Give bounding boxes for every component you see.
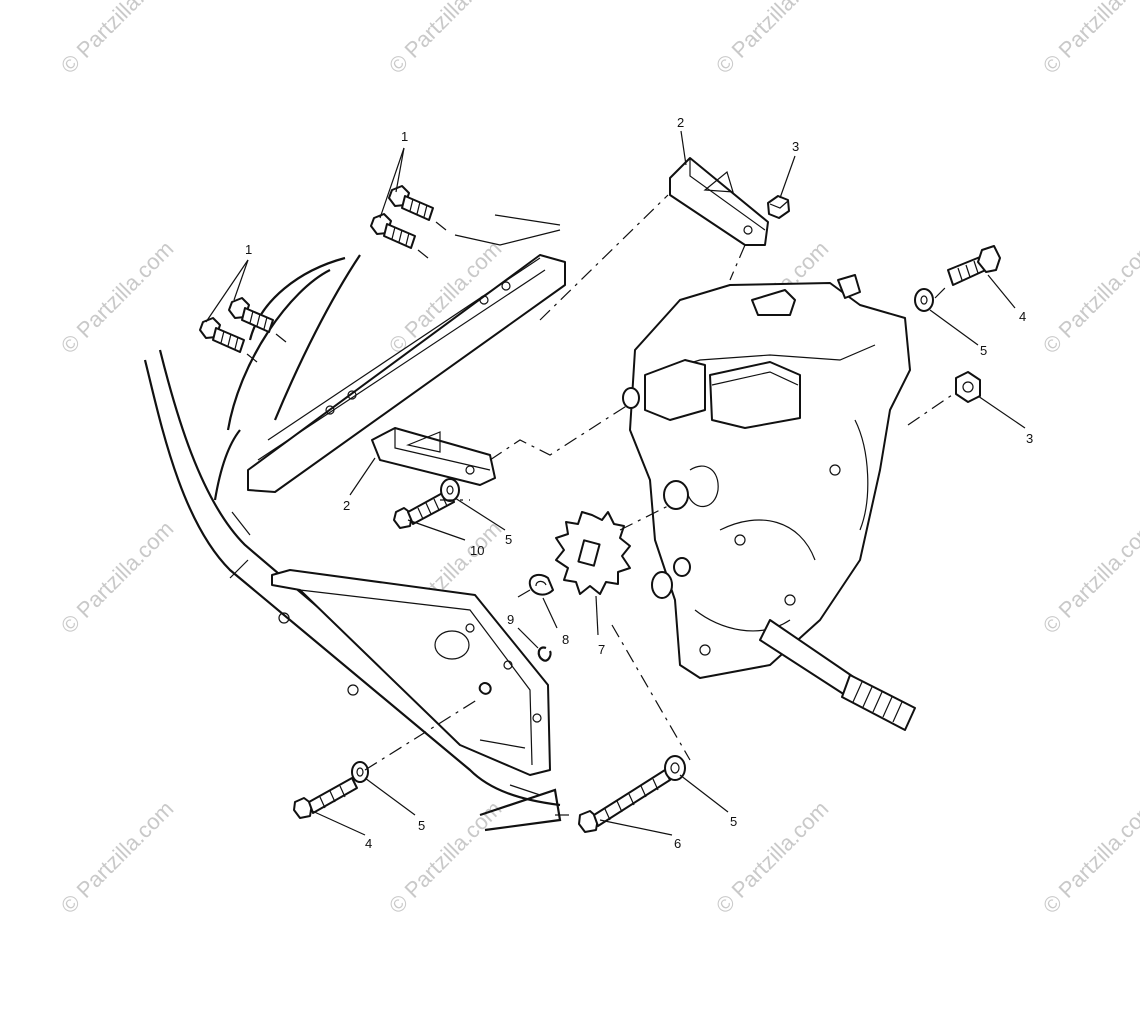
watermark: © Partzilla.com (384, 796, 507, 919)
watermark: © Partzilla.com (56, 516, 179, 639)
bracket-part-2-lower (371, 427, 496, 486)
nut-part-3 (767, 195, 790, 219)
watermark-layer: © Partzilla.com © Partzilla.com © Partzi… (56, 0, 1140, 919)
callout-1: 1 (401, 129, 408, 144)
callout-5: 5 (980, 343, 987, 358)
callout-3: 3 (792, 139, 799, 154)
watermark: © Partzilla.com (56, 0, 179, 79)
callout-4: 4 (365, 836, 372, 851)
callout-5: 5 (730, 814, 737, 829)
callout-6: 6 (674, 836, 681, 851)
watermark: © Partzilla.com (1038, 796, 1140, 919)
callout-10: 10 (470, 543, 484, 558)
nut-part-3 (955, 371, 981, 403)
callout-4: 4 (1019, 309, 1026, 324)
chassis-frame (143, 254, 562, 832)
lower-mount-plate (271, 569, 551, 776)
watermark: © Partzilla.com (711, 0, 834, 79)
washer-part-5 (440, 478, 460, 502)
bolt-part-1 (388, 185, 434, 221)
bolt-part-1 (199, 317, 245, 353)
upper-mount-rail (247, 214, 566, 493)
assembly-lines (364, 194, 953, 816)
washer-part-5 (664, 755, 686, 781)
watermark: © Partzilla.com (56, 236, 179, 359)
callout-1: 1 (245, 242, 252, 257)
washer-part-5 (351, 761, 369, 783)
bracket-part-2-upper (669, 157, 769, 246)
bolt-part-1 (228, 297, 274, 333)
lock-washer-part-8 (528, 573, 554, 596)
sprocket-part-7 (555, 511, 631, 595)
callout-7: 7 (598, 642, 605, 657)
output-shaft (759, 619, 916, 731)
leader-lines (205, 130, 1026, 836)
bolt-part-6 (578, 769, 671, 833)
watermark: © Partzilla.com (1038, 236, 1140, 359)
watermark: © Partzilla.com (384, 0, 507, 79)
plug-part-3 (478, 682, 492, 695)
bolt-part-4 (293, 777, 358, 819)
callout-9: 9 (507, 612, 514, 627)
bolt-part-10 (393, 489, 455, 529)
watermark: © Partzilla.com (1038, 516, 1140, 639)
callout-2: 2 (677, 115, 684, 130)
callout-3: 3 (1026, 431, 1033, 446)
watermark: © Partzilla.com (1038, 0, 1140, 79)
watermark: © Partzilla.com (56, 796, 179, 919)
callout-8: 8 (562, 632, 569, 647)
bolt-part-4 (947, 245, 1001, 286)
clip-part-9 (537, 646, 552, 662)
callout-labels: 1 1 2 2 3 3 4 4 5 5 5 5 6 7 8 9 10 (245, 115, 1033, 851)
callout-2: 2 (343, 498, 350, 513)
callout-5: 5 (505, 532, 512, 547)
bolt-part-1 (370, 213, 416, 249)
washer-part-5 (914, 288, 934, 312)
gearbox-housing (622, 274, 911, 679)
callout-5: 5 (418, 818, 425, 833)
